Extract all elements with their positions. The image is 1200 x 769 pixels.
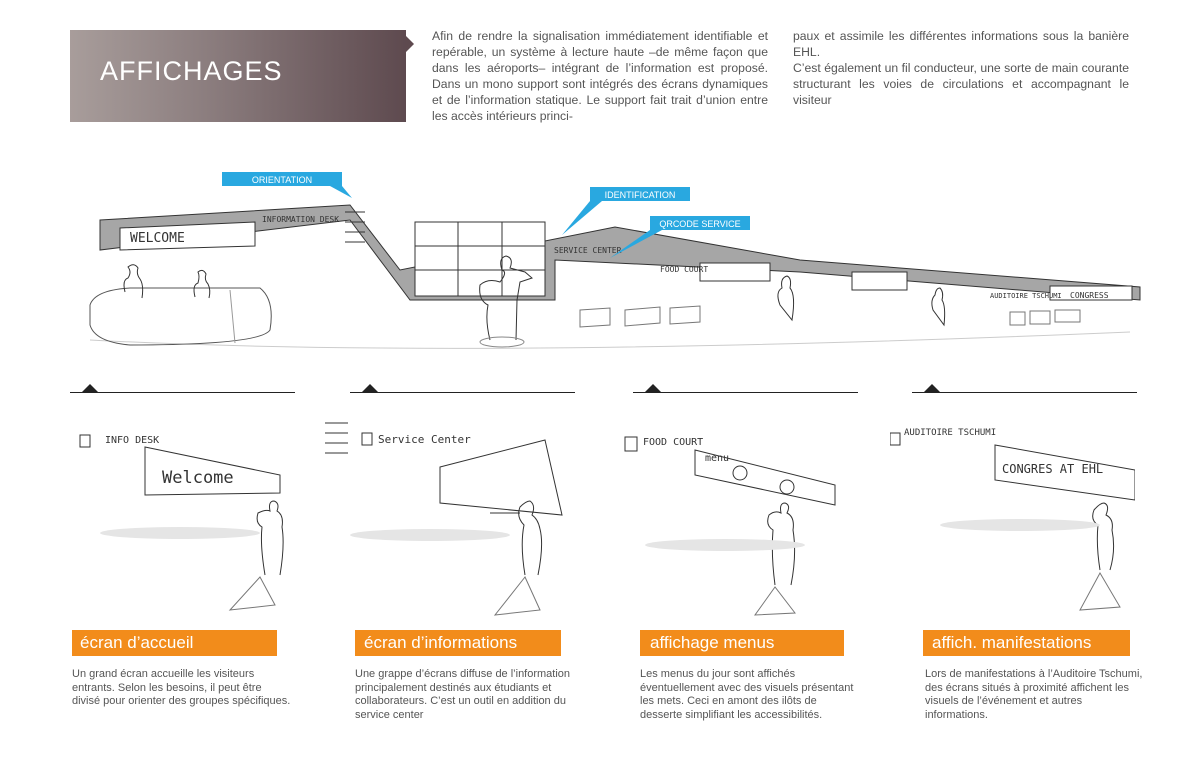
sketch-auditoire-text: AUDITOIRE TSCHUMI <box>990 292 1062 300</box>
panel-sketch-service-center: Service Center <box>325 422 563 616</box>
label-affich-manifestations: affich. manifestations <box>932 633 1092 652</box>
intro-paragraph-3: C’est également un fil conducteur, une s… <box>793 61 1129 107</box>
sketch-info-desk-text: INFORMATION DESK <box>262 215 339 224</box>
caption-affichage-menus: Les menus du jour sont affichés éventuel… <box>640 668 854 721</box>
divider-notch-4 <box>924 384 940 392</box>
intro-paragraph-2: paux et assimile les différentes informa… <box>793 29 1129 59</box>
divider-notch-3 <box>645 384 661 392</box>
label-bar-1 <box>72 630 277 656</box>
title-banner <box>70 30 406 122</box>
sketch-welcome-text: WELCOME <box>130 231 185 246</box>
label-ecran-informations: écran d’informations <box>364 633 518 652</box>
callout-identification-text: IDENTIFICATION <box>605 190 676 200</box>
sketch-congress-text: CONGRESS <box>1070 291 1109 300</box>
callout-identification: IDENTIFICATION <box>562 187 690 235</box>
divider-4 <box>912 392 1137 393</box>
divider-3 <box>633 392 858 393</box>
intro-column-1: Afin de rendre la signalisation immédiat… <box>432 28 768 124</box>
panel-sketch-welcome: INFO DESK Welcome <box>79 434 284 611</box>
caption-ecran-informations: Une grappe d’écrans diffuse de l’informa… <box>355 668 571 721</box>
divider-1 <box>70 392 295 393</box>
intro-column-2: paux et assimile les différentes informa… <box>793 28 1129 108</box>
divider-2 <box>350 392 575 393</box>
label-affichage-menus: affichage menus <box>650 633 775 652</box>
panel2-sign-text: Service Center <box>378 433 471 446</box>
callout-orientation: ORIENTATION <box>222 172 352 198</box>
label-bar-3 <box>640 630 844 656</box>
panel-sketch-food-court: FOOD COURT menu <box>624 436 836 616</box>
panel-sketch-auditoire: AUDITOIRE TSCHUMI CONGRES AT EHL <box>890 428 1135 611</box>
intro-paragraph-1: Afin de rendre la signalisation immédiat… <box>432 29 768 123</box>
signage-overview-sketch: WELCOME INFORMATION DESK SERVICE CENTER … <box>89 172 1141 349</box>
panel1-screen-text: Welcome <box>162 468 234 488</box>
panel3-screen-text: menu <box>705 453 729 464</box>
callout-qrcode-text: QRCODE SERVICE <box>659 219 740 229</box>
sketch-service-center-text: SERVICE CENTER <box>554 246 622 255</box>
label-bar-2 <box>355 630 561 656</box>
panel4-screen-text: CONGRES AT EHL <box>1002 462 1103 476</box>
caption-affich-manifestations: Lors de manifestations à l’Auditoire Tsc… <box>925 668 1143 721</box>
callout-qrcode: QRCODE SERVICE <box>610 216 750 258</box>
caption-ecran-accueil: Un grand écran accueille les visiteurs e… <box>72 668 291 707</box>
sketch-food-court-text: FOOD COURT <box>660 265 708 274</box>
callout-orientation-text: ORIENTATION <box>252 175 312 185</box>
label-bar-4 <box>923 630 1130 656</box>
panel1-sign-text: INFO DESK <box>105 435 159 446</box>
panel3-sign-text: FOOD COURT <box>643 437 703 448</box>
label-ecran-accueil: écran d’accueil <box>80 633 194 652</box>
divider-notch-2 <box>362 384 378 392</box>
page-title: AFFICHAGES <box>100 56 283 86</box>
panel4-sign-text: AUDITOIRE TSCHUMI <box>904 428 996 438</box>
banner-arrow <box>406 36 414 52</box>
divider-notch-1 <box>82 384 98 392</box>
